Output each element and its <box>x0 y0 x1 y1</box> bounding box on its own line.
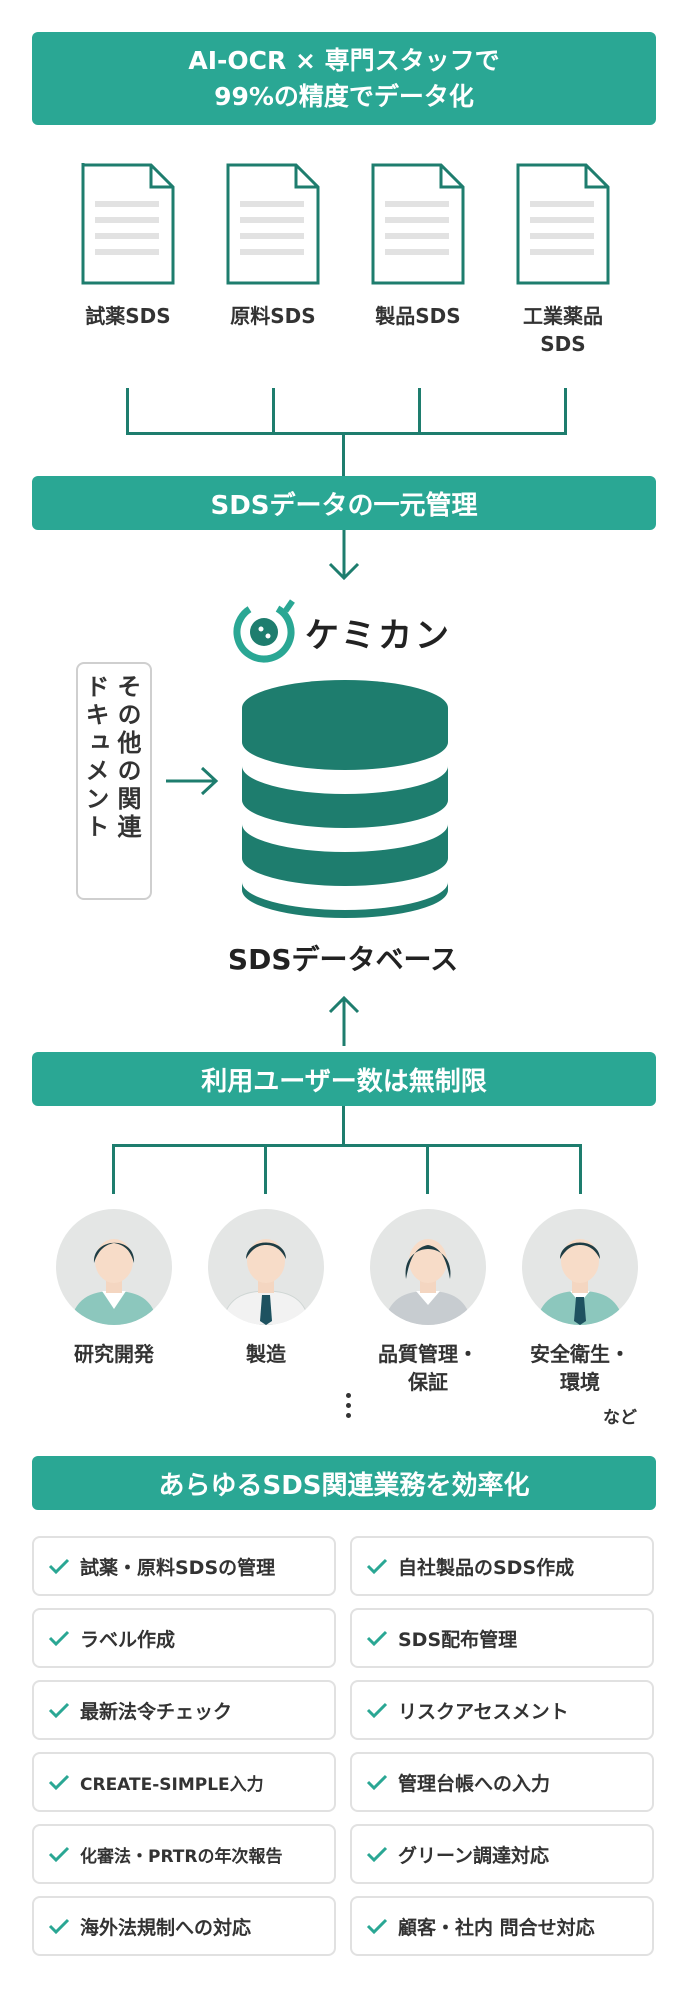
task-label: グリーン調達対応 <box>398 1844 550 1867</box>
task-item: グリーン調達対応 <box>350 1824 654 1884</box>
connector-line <box>342 432 345 477</box>
document-label: 試薬SDS <box>85 304 171 328</box>
task-item: SDS配布管理 <box>350 1608 654 1668</box>
other-docs-line2: ドキュメント <box>81 674 109 842</box>
task-label: CREATE-SIMPLE入力 <box>80 1774 264 1795</box>
task-item: 自社製品のSDS作成 <box>350 1536 654 1596</box>
connector-line <box>112 1144 115 1194</box>
role-label: 品質管理・保証 <box>378 1342 478 1394</box>
person-icon <box>70 1239 158 1325</box>
check-icon <box>366 1918 388 1935</box>
connector-line <box>426 1144 429 1194</box>
kemikan-logo-icon <box>233 599 295 663</box>
avatar-researcher <box>56 1209 172 1325</box>
task-label: ラベル作成 <box>80 1628 176 1651</box>
arrow-down-icon <box>328 530 360 581</box>
task-item: リスクアセスメント <box>350 1680 654 1740</box>
other-docs-line1: その他の関連 <box>113 674 141 842</box>
avatar-quality-control <box>370 1209 486 1325</box>
check-icon <box>48 1702 70 1719</box>
banner-ai-ocr-line2: 99%の精度でデータ化 <box>214 81 474 111</box>
task-label: 最新法令チェック <box>80 1700 233 1723</box>
task-label: 管理台帳への入力 <box>398 1772 551 1795</box>
document-label: 原料SDS <box>230 304 316 328</box>
banner-ai-ocr: AI-OCR × 専門スタッフで 99%の精度でデータ化 <box>32 32 656 125</box>
task-label: 自社製品のSDS作成 <box>398 1556 575 1579</box>
document-label: 製品SDS <box>375 304 461 328</box>
connector-line <box>342 1106 345 1146</box>
task-item: CREATE-SIMPLE入力 <box>32 1752 336 1812</box>
banner-task-efficiency: あらゆるSDS関連業務を効率化 <box>32 1456 656 1510</box>
task-label: 試薬・原料SDSの管理 <box>80 1556 276 1579</box>
task-item: 管理台帳への入力 <box>350 1752 654 1812</box>
task-item: 最新法令チェック <box>32 1680 336 1740</box>
task-item: ラベル作成 <box>32 1608 336 1668</box>
connector-line <box>112 1144 582 1147</box>
check-icon <box>48 1846 70 1863</box>
person-icon <box>221 1239 311 1325</box>
document-icon <box>516 163 610 285</box>
check-icon <box>366 1630 388 1647</box>
document-icon <box>226 163 320 285</box>
check-icon <box>366 1774 388 1791</box>
more-ellipsis-icon <box>346 1393 352 1423</box>
task-label: 顧客・社内 問合せ対応 <box>398 1916 595 1939</box>
task-label: リスクアセスメント <box>398 1700 569 1723</box>
task-label: 化審法・PRTRの年次報告 <box>80 1846 283 1867</box>
task-item: 顧客・社内 問合せ対応 <box>350 1896 654 1956</box>
database-icon <box>242 680 448 918</box>
role-label: 研究開発 <box>74 1342 154 1366</box>
etc-label: など <box>603 1408 637 1428</box>
task-label: 海外法規制への対応 <box>80 1916 252 1939</box>
person-icon <box>536 1239 624 1325</box>
check-icon <box>48 1774 70 1791</box>
task-item: 試薬・原料SDSの管理 <box>32 1536 336 1596</box>
avatar-manufacturing <box>208 1209 324 1325</box>
document-icon <box>371 163 465 285</box>
connector-line <box>564 388 567 434</box>
other-related-documents-box: ドキュメント その他の関連 <box>76 662 152 900</box>
role-label: 製造 <box>246 1342 286 1366</box>
check-icon <box>366 1702 388 1719</box>
arrow-right-icon <box>166 766 219 796</box>
task-item: 化審法・PRTRの年次報告 <box>32 1824 336 1884</box>
person-icon <box>384 1239 472 1325</box>
task-label: SDS配布管理 <box>398 1628 518 1651</box>
connector-line <box>126 432 567 435</box>
check-icon <box>48 1630 70 1647</box>
arrow-up-icon <box>328 995 360 1046</box>
banner-ai-ocr-line1: AI-OCR × 専門スタッフで <box>188 45 500 75</box>
banner-unlimited-users: 利用ユーザー数は無制限 <box>32 1052 656 1106</box>
role-label: 安全衛生・環境 <box>530 1342 630 1394</box>
connector-line <box>264 1144 267 1194</box>
connector-line <box>579 1144 582 1194</box>
check-icon <box>48 1558 70 1575</box>
connector-line <box>272 388 275 434</box>
task-item: 海外法規制への対応 <box>32 1896 336 1956</box>
connector-line <box>418 388 421 434</box>
kemikan-logo-text: ケミカン <box>305 616 452 656</box>
check-icon <box>366 1846 388 1863</box>
avatar-safety-environment <box>522 1209 638 1325</box>
check-icon <box>48 1918 70 1935</box>
connector-line <box>126 388 129 434</box>
check-icon <box>366 1558 388 1575</box>
database-title: SDSデータベース <box>227 943 459 976</box>
banner-central-management: SDSデータの一元管理 <box>32 476 656 530</box>
document-icon <box>81 163 175 285</box>
